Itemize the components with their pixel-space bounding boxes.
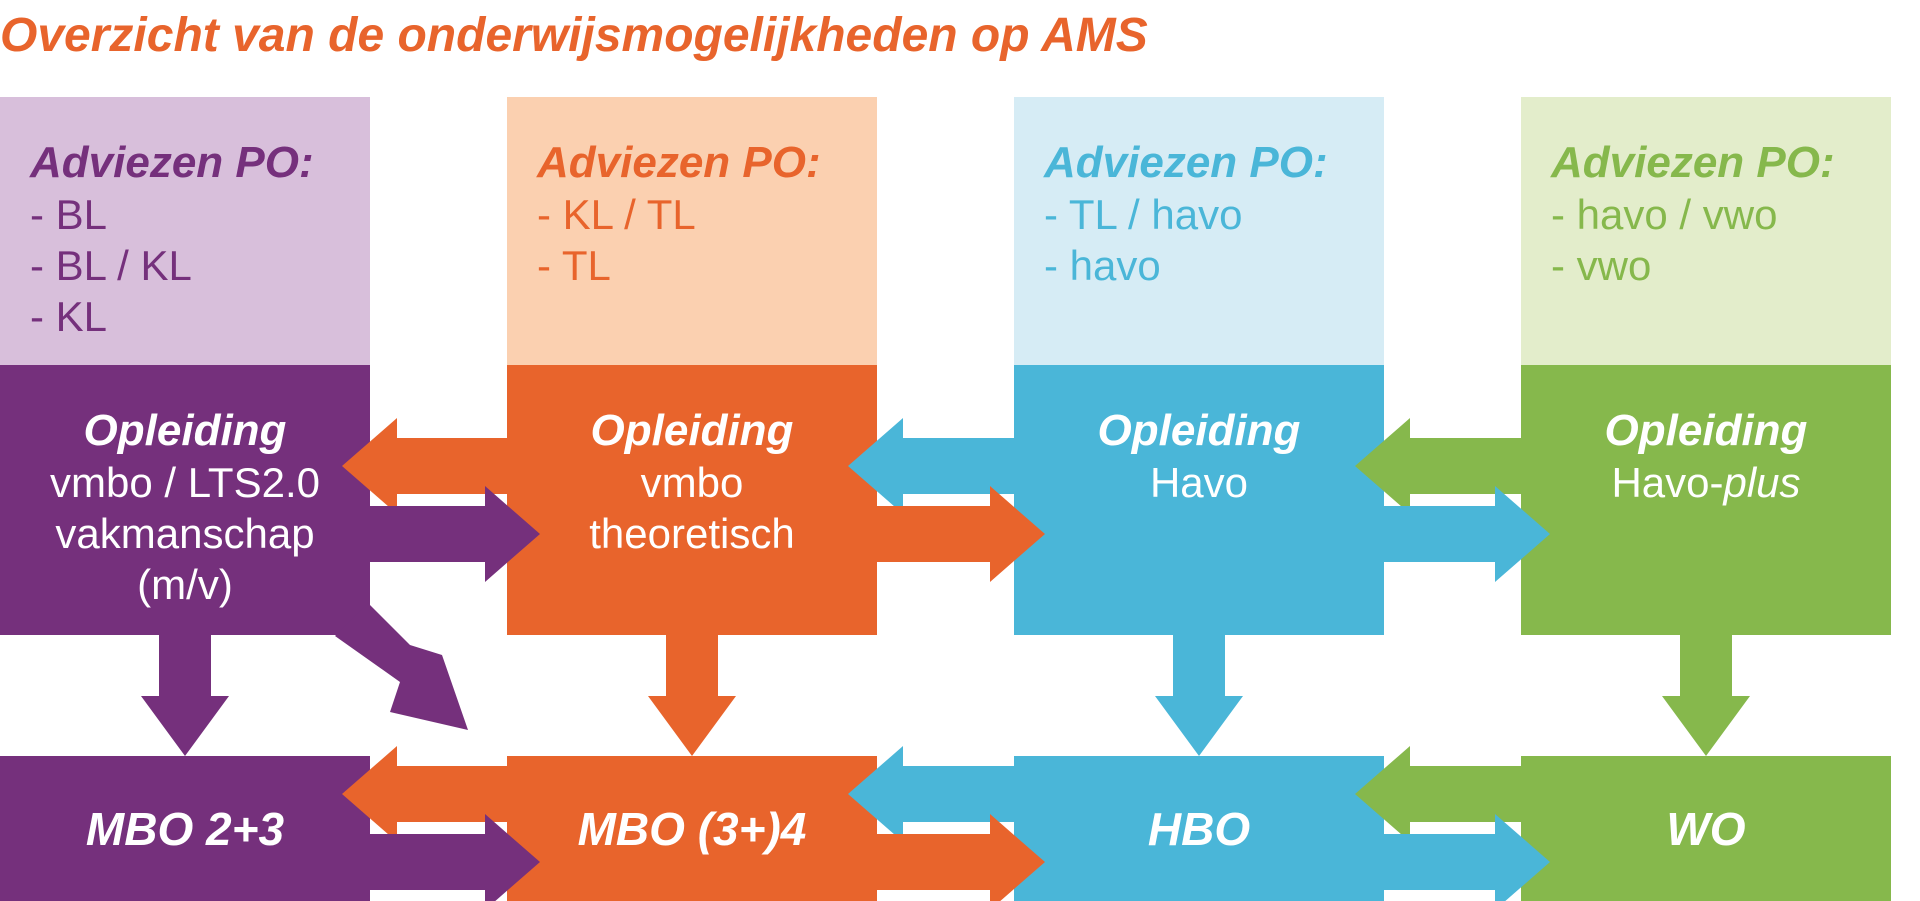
program-line: Havo-plus	[1611, 457, 1800, 508]
outcome-label: HBO	[1147, 802, 1251, 855]
advice-item: - TL	[537, 242, 611, 289]
outcome-box-2: MBO (3+)4	[507, 756, 877, 901]
advice-heading: Adviezen PO:	[1044, 138, 1328, 187]
program-line: Havo	[1149, 459, 1249, 506]
arrow-right-program-2	[862, 486, 1045, 582]
program-line: (m/v)	[137, 561, 233, 608]
advice-item: - KL	[30, 293, 108, 340]
outcome-label: WO	[1666, 802, 1746, 855]
arrow-diagonal-1	[335, 603, 468, 730]
program-heading: Opleiding	[1097, 406, 1301, 455]
outcome-box-3: HBO	[1014, 756, 1384, 901]
advice-box-2: Adviezen PO: - KL / TL - TL	[507, 97, 877, 365]
advice-box-4: Adviezen PO: - havo / vwo - vwo	[1521, 97, 1891, 365]
arrow-left-outcome-3	[1355, 746, 1535, 842]
advice-item: - vwo	[1551, 242, 1652, 289]
arrow-right-outcome-1	[355, 814, 540, 901]
advice-item: - havo	[1044, 242, 1161, 289]
arrow-down-2	[648, 630, 736, 756]
arrow-down-1	[141, 630, 229, 756]
program-line: vakmanschap	[55, 510, 315, 557]
program-heading: Opleiding	[1604, 406, 1808, 455]
advice-box-1: Adviezen PO: - BL - BL / KL - KL	[0, 97, 370, 365]
advice-heading: Adviezen PO:	[30, 138, 314, 187]
arrow-right-program-1	[355, 486, 540, 582]
advice-heading: Adviezen PO:	[1551, 138, 1835, 187]
advice-item: - BL	[30, 191, 108, 238]
arrow-left-outcome-2	[848, 746, 1030, 842]
program-box-2: Opleiding vmbo theoretisch	[507, 365, 877, 635]
program-line: vmbo / LTS2.0	[49, 459, 320, 506]
page-title: Overzicht van de onderwijsmogelijkheden …	[0, 9, 1148, 62]
outcome-label: MBO (3+)4	[577, 802, 807, 855]
program-line-italic: plus	[1723, 459, 1801, 506]
arrow-right-program-3	[1370, 486, 1550, 582]
program-box-4: Opleiding Havo-plus	[1521, 365, 1891, 635]
arrow-right-outcome-3	[1370, 814, 1550, 901]
program-heading: Opleiding	[590, 406, 794, 455]
program-line: vmbo	[640, 459, 744, 506]
advice-box-3: Adviezen PO: - TL / havo - havo	[1014, 97, 1384, 365]
arrow-left-outcome-1	[342, 746, 520, 842]
program-line-plain: Havo-	[1611, 459, 1724, 506]
program-line: theoretisch	[589, 510, 795, 557]
arrow-down-3	[1155, 630, 1243, 756]
program-box-1: Opleiding vmbo / LTS2.0 vakmanschap (m/v…	[0, 365, 370, 635]
advice-item: - TL / havo	[1044, 191, 1243, 238]
program-box-3: Opleiding Havo	[1014, 365, 1384, 635]
advice-item: - BL / KL	[30, 242, 192, 289]
outcome-box-1: MBO 2+3	[0, 756, 370, 901]
arrow-left-program-3	[1355, 418, 1535, 514]
advice-heading: Adviezen PO:	[537, 138, 821, 187]
arrow-down-4	[1662, 630, 1750, 756]
advice-item: - KL / TL	[537, 191, 696, 238]
arrow-left-program-1	[342, 418, 520, 514]
outcome-label: MBO 2+3	[85, 802, 285, 855]
outcome-box-4: WO	[1521, 756, 1891, 901]
arrow-right-outcome-2	[862, 814, 1045, 901]
advice-item: - havo / vwo	[1551, 191, 1778, 238]
arrow-left-program-2	[848, 418, 1030, 514]
program-heading: Opleiding	[83, 406, 287, 455]
